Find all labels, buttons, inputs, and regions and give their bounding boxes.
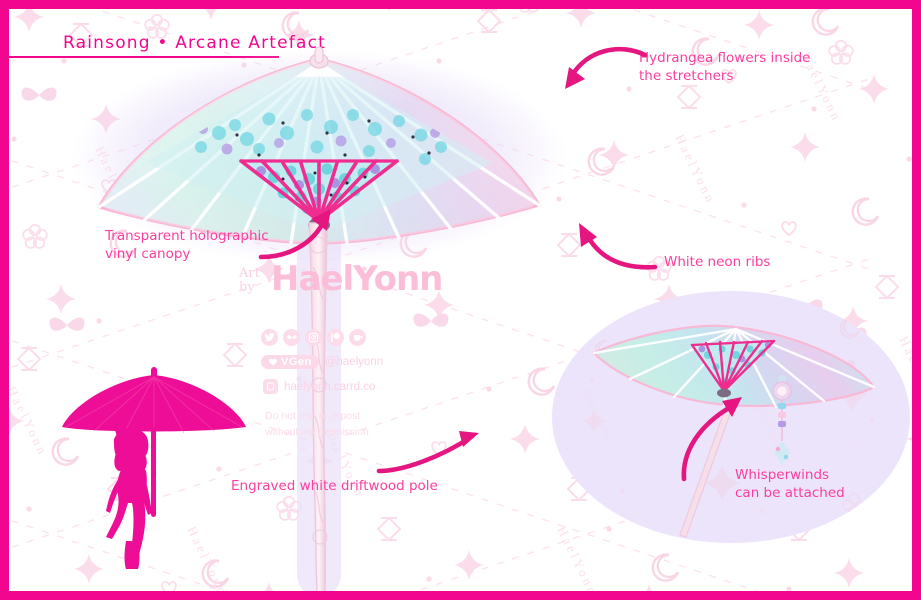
artist-name: HaelYonn bbox=[271, 259, 443, 299]
annotation-pole: Engraved white driftwood pole bbox=[231, 478, 438, 494]
vgen-handle: @haelyonn bbox=[324, 356, 384, 368]
canopy-stretchers bbox=[239, 159, 399, 223]
usage-notice: Do not use or repost without my permissi… bbox=[265, 410, 369, 438]
annotation-hydrangea: Hydrangea flowers inside the stretchers bbox=[639, 50, 811, 85]
character-silhouette-scale-reference bbox=[62, 367, 246, 569]
annotation-whisperwinds: Whisperwinds can be attached bbox=[735, 467, 845, 501]
page-title: Rainsong • Arcane Artefact bbox=[63, 33, 327, 53]
canopy bbox=[96, 46, 542, 245]
instagram-icon[interactable] bbox=[305, 329, 322, 346]
svg-text:HaelYonn: HaelYonn bbox=[9, 384, 51, 459]
carrd-icon[interactable] bbox=[263, 379, 278, 394]
vgen-row: VGen @haelyonn bbox=[261, 355, 383, 369]
annotation-ribs: White neon ribs bbox=[664, 254, 771, 270]
kofi-icon[interactable] bbox=[349, 329, 366, 346]
inset-hydrangea bbox=[690, 339, 776, 398]
inset-canopy bbox=[592, 324, 876, 409]
patreon-icon[interactable] bbox=[327, 329, 344, 346]
twitter-icon[interactable] bbox=[261, 329, 278, 346]
whisperwind-charm bbox=[772, 375, 792, 465]
inset-parasol-illustration: HaelYonn HaelYonn bbox=[552, 291, 910, 543]
carrd-link[interactable]: haelyonn.carrd.co bbox=[284, 380, 376, 393]
vgen-badge[interactable]: VGen bbox=[261, 355, 319, 369]
sheet-inner: HaelYonn HaelYonn HaelYonn HaelYonn Hael… bbox=[9, 9, 912, 591]
svg-text:HaelYonn: HaelYonn bbox=[579, 387, 616, 446]
driftwood-pole bbox=[308, 222, 328, 591]
annotation-canopy: Transparent holographic vinyl canopy bbox=[105, 228, 269, 263]
title-underline bbox=[9, 56, 279, 58]
silhouette-pole bbox=[151, 427, 156, 517]
butterfly-icon[interactable] bbox=[283, 329, 300, 346]
silhouette-parasol-canopy bbox=[62, 375, 246, 432]
svg-text:HaelYonn: HaelYonn bbox=[672, 132, 719, 207]
detail-inset-panel: HaelYonn HaelYonn bbox=[552, 291, 910, 543]
carrd-row: haelyonn.carrd.co bbox=[263, 379, 375, 394]
canopy-finial bbox=[309, 46, 329, 69]
inset-pole bbox=[679, 400, 735, 538]
social-icon-row bbox=[261, 329, 366, 346]
main-parasol-illustration bbox=[71, 46, 567, 591]
art-by-label: Art by bbox=[239, 266, 260, 295]
